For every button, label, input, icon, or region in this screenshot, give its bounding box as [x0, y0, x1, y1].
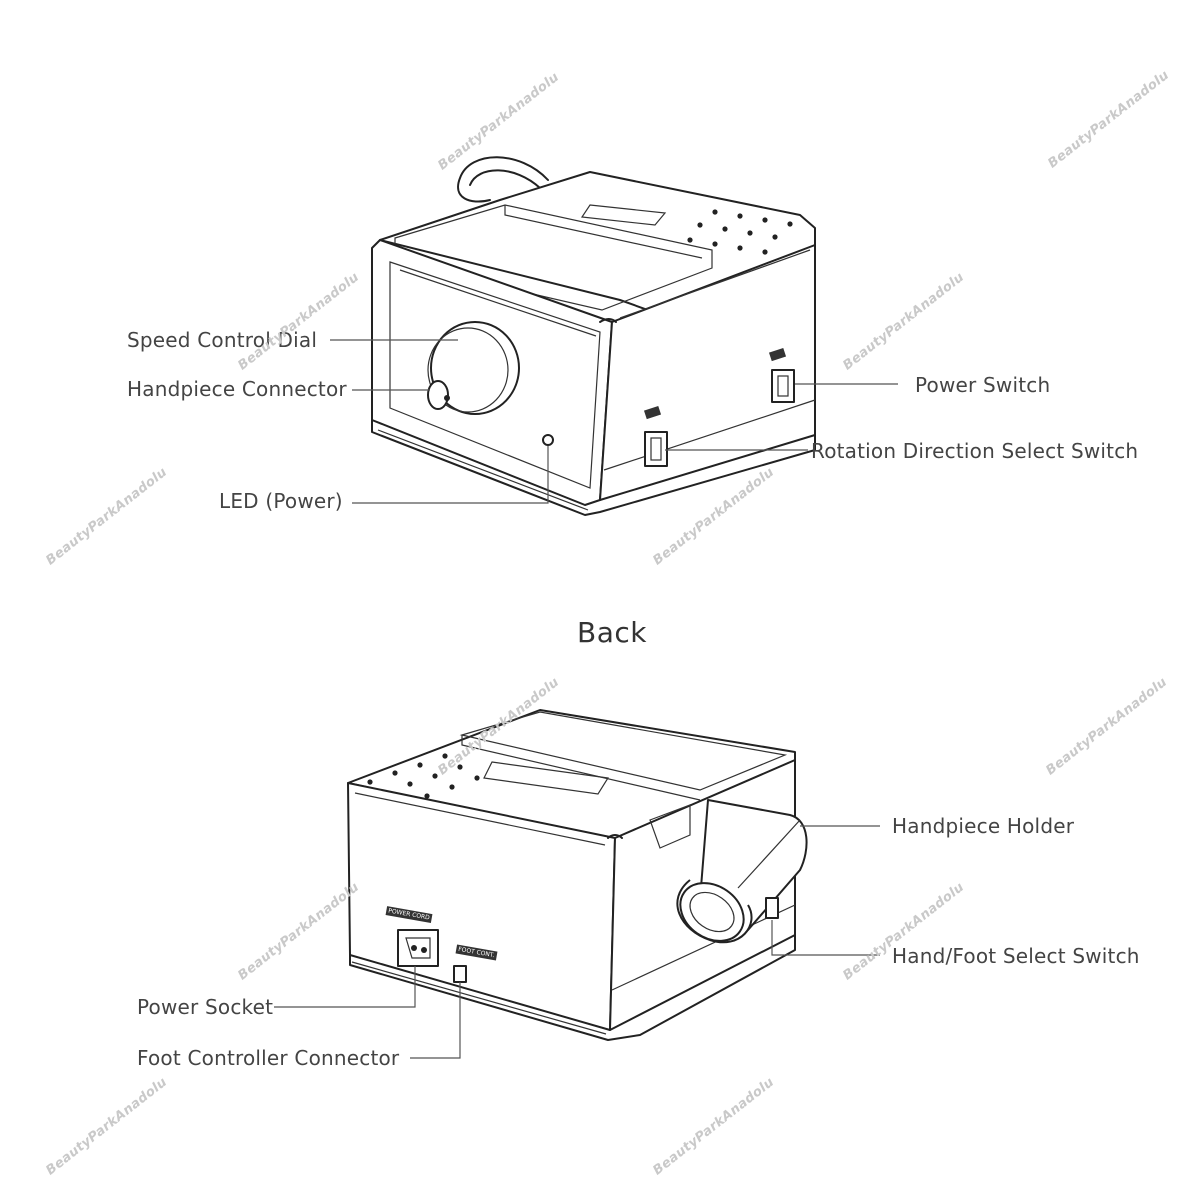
back-view-title: Back [577, 616, 647, 649]
speed-control-dial-label: Speed Control Dial [127, 328, 318, 352]
rotation-direction-switch-label: Rotation Direction Select Switch [811, 439, 1139, 463]
vent-holes-front [687, 209, 793, 255]
handpiece-connector-label: Handpiece Connector [127, 377, 347, 401]
foot-controller-connector-label: Foot Controller Connector [137, 1046, 400, 1070]
led-power-label: LED (Power) [219, 489, 343, 513]
power-socket-label: Power Socket [137, 995, 274, 1019]
handpiece-holder-label: Handpiece Holder [892, 814, 1075, 838]
power-switch-label: Power Switch [915, 373, 1051, 397]
hand-foot-select-switch-label: Hand/Foot Select Switch [892, 944, 1140, 968]
back-device-drawing [347, 709, 808, 1041]
back-leaders [274, 825, 880, 1059]
front-device-drawing [371, 156, 816, 516]
front-leaders [330, 339, 898, 504]
